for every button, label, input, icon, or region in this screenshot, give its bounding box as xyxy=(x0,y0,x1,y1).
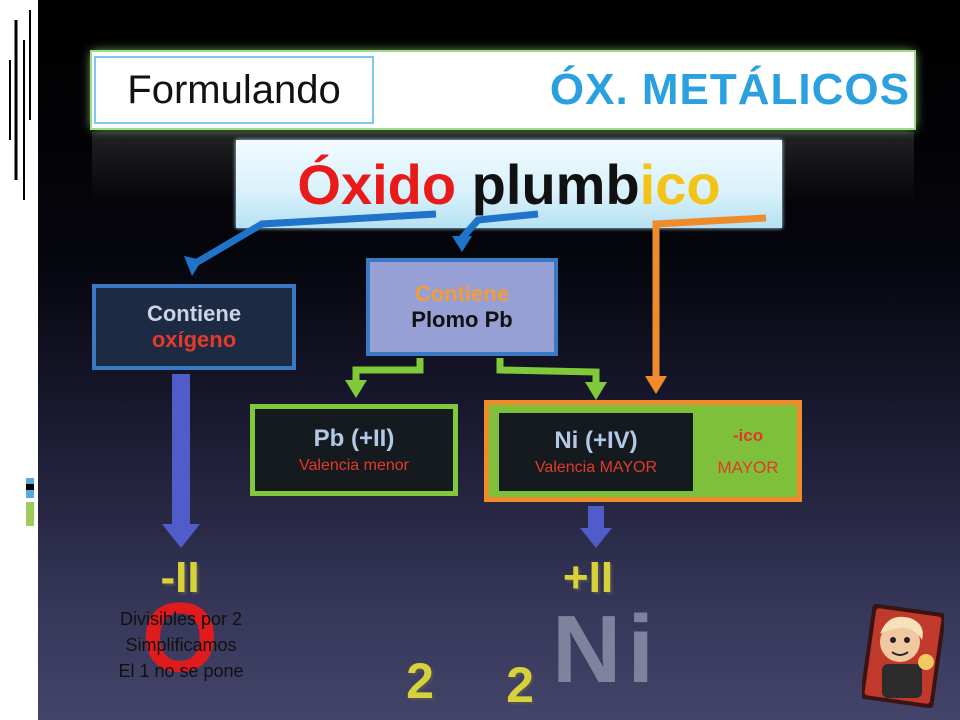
arrow-to-ico xyxy=(652,214,767,380)
oxygen-symbol: O xyxy=(141,582,219,692)
box-contains-lead: Contiene Plomo Pb xyxy=(366,258,558,356)
down-arrow-metal-head xyxy=(580,528,612,548)
note-line: El 1 no se pone xyxy=(118,661,244,681)
metal-valence: +II xyxy=(562,553,614,602)
suffix-label: -ico xyxy=(732,426,764,445)
header-right-title: ÓX. METÁLICOS xyxy=(549,65,910,114)
arrow-head-ico xyxy=(645,376,667,394)
oxide-name-part1: Óxido xyxy=(297,152,457,216)
oxygen-box-line2: oxígeno xyxy=(151,327,237,352)
high-valence-value: Ni (+IV) xyxy=(554,427,638,454)
arrow-head-pb4 xyxy=(585,382,607,400)
header-left-label: Formulando xyxy=(94,56,374,124)
box-high-valence: Ni (+IV) Valencia MAYOR xyxy=(496,410,696,494)
oxygen-valence: -II xyxy=(160,553,200,602)
low-valence-desc: Valencia menor xyxy=(299,457,409,474)
left-margin-bar xyxy=(0,0,38,720)
low-valence-value: Pb (+II) xyxy=(313,425,395,452)
down-arrow-metal-shaft xyxy=(588,506,604,532)
box-low-valence: Pb (+II) Valencia menor xyxy=(250,404,458,496)
arrow-to-pb2 xyxy=(352,358,424,382)
oxide-name-suffix: ico xyxy=(639,152,721,216)
arrow-head-lead xyxy=(452,236,472,252)
suffix-desc: MAYOR xyxy=(717,458,779,477)
arrow-head-pb2 xyxy=(345,380,367,398)
high-valence-desc: Valencia MAYOR xyxy=(534,459,658,476)
metal-symbol: Ni xyxy=(552,596,660,703)
arrow-to-oxygen xyxy=(192,210,437,268)
decorative-side-lines xyxy=(9,10,34,526)
oxide-name-part2: plumb xyxy=(471,152,640,216)
note-line: Divisibles por 2 xyxy=(119,609,243,629)
arrow-to-pb4 xyxy=(496,358,600,384)
simplification-note: Divisibles por 2 Simplificamos El 1 no s… xyxy=(86,606,276,684)
down-arrow-oxygen-shaft xyxy=(172,374,190,526)
lead-box-line1: Contiene xyxy=(414,281,510,306)
oxygen-subscript: 2 xyxy=(406,653,434,709)
note-line: Simplificamos xyxy=(125,635,237,655)
oxygen-box-line1: Contiene xyxy=(146,301,242,326)
character-image xyxy=(862,604,944,708)
box-contains-oxygen: Contiene oxígeno xyxy=(92,284,296,370)
arrow-head-oxygen xyxy=(184,256,202,276)
down-arrow-oxygen-head xyxy=(162,524,200,548)
metal-subscript: 2 xyxy=(506,657,534,713)
lead-box-line2: Plomo Pb xyxy=(411,307,513,332)
arrow-to-lead xyxy=(459,210,539,241)
